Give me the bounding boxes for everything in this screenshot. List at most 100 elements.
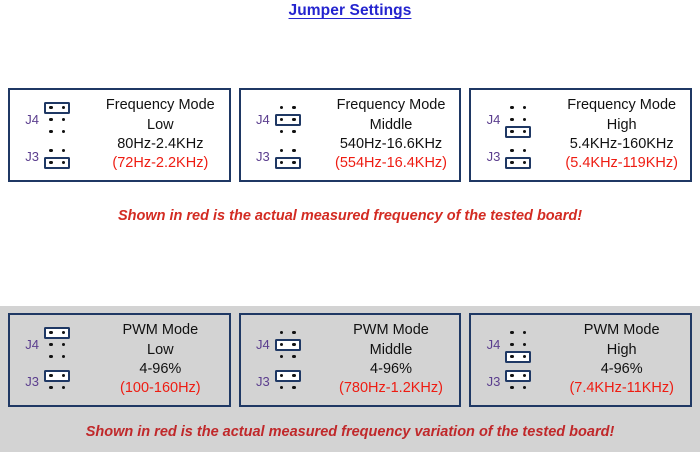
jumper-j3-header[interactable]	[505, 145, 532, 169]
jumper-j3-header[interactable]	[274, 145, 301, 169]
pin-icon	[49, 342, 53, 347]
pin-icon	[522, 342, 527, 347]
pin-icon	[510, 129, 514, 134]
card-level-label: Low	[147, 341, 174, 358]
pin-icon	[510, 373, 514, 378]
pin-icon	[279, 148, 284, 153]
pin-icon	[279, 385, 284, 390]
jumper-j4-header[interactable]	[274, 102, 301, 138]
pin-icon	[49, 105, 53, 110]
card-measured-label: (5.4KHz-119KHz)	[565, 155, 678, 172]
card-level-label: Middle	[369, 341, 413, 358]
pin-icon	[292, 148, 296, 153]
pin-icon	[61, 129, 65, 134]
pin-icon	[522, 148, 527, 153]
pin-icon	[510, 148, 514, 153]
card-measured-label: (72Hz-2.2KHz)	[112, 155, 209, 172]
page-title: Jumper Settings	[288, 2, 412, 19]
card-spec-label: 5.4KHz-160KHz	[569, 136, 674, 152]
pwm-caption: Shown in red is the actual measured freq…	[85, 424, 615, 440]
jumper-j3-header[interactable]	[505, 369, 532, 394]
card-level-label: Middle	[369, 116, 413, 133]
pin-icon	[522, 385, 527, 390]
jumper-j3-header[interactable]	[274, 369, 301, 394]
page-title-container: Jumper Settings	[0, 2, 700, 20]
jumper-shunt-icon	[44, 326, 70, 339]
jumper-j4-header[interactable]	[44, 326, 70, 363]
jumper-j4-row: J4	[483, 327, 563, 363]
jumper-j3-label: J3	[255, 149, 270, 164]
pin-icon	[279, 354, 284, 359]
pin-pair	[505, 339, 531, 351]
pin-icon	[522, 354, 527, 359]
pin-icon	[61, 385, 65, 390]
jumper-j3-row: J3	[22, 145, 102, 169]
pin-icon	[522, 105, 527, 110]
jumper-j3-row: J3	[22, 369, 102, 394]
pin-pair	[505, 382, 531, 394]
pin-icon	[510, 160, 514, 165]
pin-pair	[275, 126, 301, 138]
jumper-j3-label: J3	[25, 374, 39, 389]
jumper-shunt-icon	[274, 156, 301, 169]
pin-pair	[44, 126, 70, 138]
card-mode-label: Frequency Mode	[567, 97, 677, 114]
pin-icon	[510, 330, 514, 335]
pin-icon	[522, 330, 527, 335]
pin-icon	[49, 354, 53, 359]
pin-icon	[279, 373, 284, 378]
card-level-label: High	[606, 341, 637, 358]
jumper-j4-label: J4	[486, 337, 501, 352]
jumper-j3-header[interactable]	[44, 145, 70, 169]
pin-icon	[279, 342, 284, 347]
pin-icon	[49, 373, 53, 378]
pin-pair	[275, 351, 301, 363]
jumper-j3-header[interactable]	[44, 369, 70, 394]
card-mode-label: Frequency Mode	[336, 97, 446, 114]
card-mode-label: PWM Mode	[583, 322, 660, 339]
pin-icon	[510, 385, 514, 390]
jumper-shunt-icon	[44, 101, 70, 114]
pin-pair	[505, 102, 531, 114]
jumper-j3-row: J3	[253, 369, 333, 394]
pin-pair	[44, 339, 70, 351]
pin-icon	[61, 354, 65, 359]
card-measured-label: (7.4KHz-11KHz)	[569, 380, 674, 397]
jumper-j4-header[interactable]	[274, 327, 301, 363]
pin-icon	[522, 373, 527, 378]
jumper-j4-row: J4	[483, 102, 563, 138]
pin-icon	[49, 148, 53, 153]
pin-pair	[44, 145, 70, 157]
jumper-j4-header[interactable]	[505, 327, 532, 363]
pin-icon	[61, 342, 65, 347]
card-mode-label: PWM Mode	[122, 322, 199, 339]
card-level-label: Low	[147, 116, 174, 133]
jumper-j4-header[interactable]	[44, 101, 70, 138]
card-spec-label: 4-96%	[370, 361, 412, 377]
pin-icon	[292, 129, 296, 134]
pin-icon	[49, 160, 53, 165]
jumper-j3-row: J3	[483, 369, 563, 394]
jumper-j3-label: J3	[486, 374, 501, 389]
jumper-j4-header[interactable]	[505, 102, 532, 138]
pin-icon	[61, 148, 65, 153]
pin-pair	[44, 382, 70, 394]
pin-icon	[292, 117, 296, 122]
jumper-shunt-icon	[274, 113, 301, 126]
jumper-shunt-icon	[505, 350, 532, 363]
